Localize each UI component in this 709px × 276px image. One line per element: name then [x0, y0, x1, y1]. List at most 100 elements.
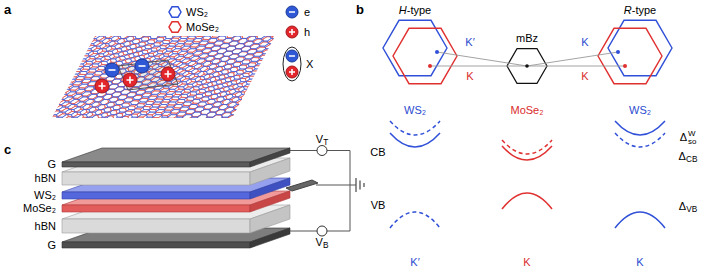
particles [95, 59, 175, 93]
valley-dot [435, 50, 439, 54]
valley-label: K [465, 70, 474, 82]
stacking-label: R-type [624, 4, 656, 16]
band-diagram [390, 121, 665, 228]
valence-band [390, 212, 440, 228]
valley-line [527, 52, 618, 66]
zone-label: mBz [516, 32, 538, 44]
contact-flake [286, 180, 318, 191]
exciton-sample [283, 47, 301, 81]
plus-sign [289, 29, 295, 35]
text-part: -type [632, 4, 656, 16]
plus-sign [127, 77, 134, 84]
zone-center [525, 64, 529, 68]
valley-dot [616, 50, 620, 54]
text-part: V [316, 133, 323, 145]
plus-sign [289, 69, 295, 75]
valley-label: K [636, 256, 643, 268]
hexagon-sample [169, 7, 181, 17]
splitting-label: ΔCB [679, 150, 698, 165]
text-part: B [323, 241, 329, 250]
text-part: T [323, 138, 328, 147]
panel-letter: b [356, 3, 364, 17]
conduction-band [390, 121, 440, 135]
mose2-lattice [52, 36, 275, 118]
text-part: Δ [679, 200, 686, 212]
hole [123, 73, 137, 87]
ground-symbol [363, 183, 364, 187]
valley-label: K′ [410, 256, 419, 268]
minus-sign [109, 69, 116, 71]
hole-sample [286, 66, 298, 78]
layer-label: WS₂ [34, 189, 56, 201]
hole [95, 79, 109, 93]
text-part: CB [686, 155, 697, 164]
legend-text: h [304, 26, 310, 38]
text-part: Δ [680, 131, 687, 143]
text-part: R [624, 4, 632, 16]
moire-cell [118, 60, 178, 90]
band-label: VB [371, 199, 386, 211]
electron-sample [286, 50, 298, 62]
valley-label: K [580, 36, 589, 48]
text-part: -type [407, 4, 431, 16]
electron [135, 59, 149, 73]
panel-letter: c [4, 143, 11, 157]
script-stack: Wso [688, 130, 696, 146]
valley-line [437, 52, 527, 66]
layer-header: WS₂ [404, 104, 426, 116]
text-part: so [688, 138, 696, 146]
hole [161, 67, 175, 81]
hbn-layer [62, 219, 250, 233]
valence-band [502, 193, 552, 209]
layer-header: WS₂ [629, 104, 651, 116]
layer-label: G [47, 158, 56, 170]
layer-header: MoSe₂ [510, 104, 543, 116]
band-label: CB [370, 146, 385, 158]
mose2-zone [393, 28, 457, 83]
hexagon-sample [169, 22, 181, 32]
plus-sign [99, 83, 106, 90]
minus-sign [289, 55, 295, 57]
conduction-band [502, 146, 552, 160]
legend-text: X [306, 58, 313, 70]
layer-label: hBN [35, 172, 56, 184]
layer-label: G [47, 239, 56, 251]
layer-label: hBN [35, 220, 56, 232]
legend-samples [169, 6, 301, 81]
electron [105, 63, 119, 77]
layer-label: MoSe₂ [23, 202, 56, 214]
mose2-zone [598, 28, 662, 83]
electron-sample [286, 6, 298, 18]
mose2-lattice [52, 36, 275, 118]
plus-sign [165, 71, 172, 78]
valley-dot [428, 64, 432, 68]
valence-band [615, 212, 665, 228]
panel-letter: a [4, 3, 11, 17]
legend-text: MoSe₂ [186, 21, 219, 33]
splitting-label: ΔWso [680, 130, 697, 146]
text-part: H [399, 4, 407, 16]
text-part: V [316, 236, 323, 248]
legend-text: WS₂ [186, 6, 208, 18]
hbn-layer [62, 172, 250, 185]
minus-sign [139, 65, 146, 67]
voltage-label: VT [316, 133, 328, 148]
voltage-label: VB [316, 236, 329, 251]
stacking-label: H-type [399, 4, 431, 16]
wire [350, 151, 351, 232]
voltage-source [317, 226, 327, 236]
minus-sign [289, 11, 295, 13]
ws2-lattice [52, 36, 275, 118]
text-part: W [688, 130, 696, 138]
valley-label: K [523, 256, 530, 268]
text-part: Δ [679, 150, 686, 162]
graphite-layer [62, 162, 250, 167]
valley-line [527, 66, 625, 67]
graphite-layer [62, 242, 250, 248]
graphite-layer [250, 148, 290, 167]
ground-symbol [359, 181, 360, 190]
device-stack [62, 148, 290, 248]
conduction-band [615, 121, 665, 135]
